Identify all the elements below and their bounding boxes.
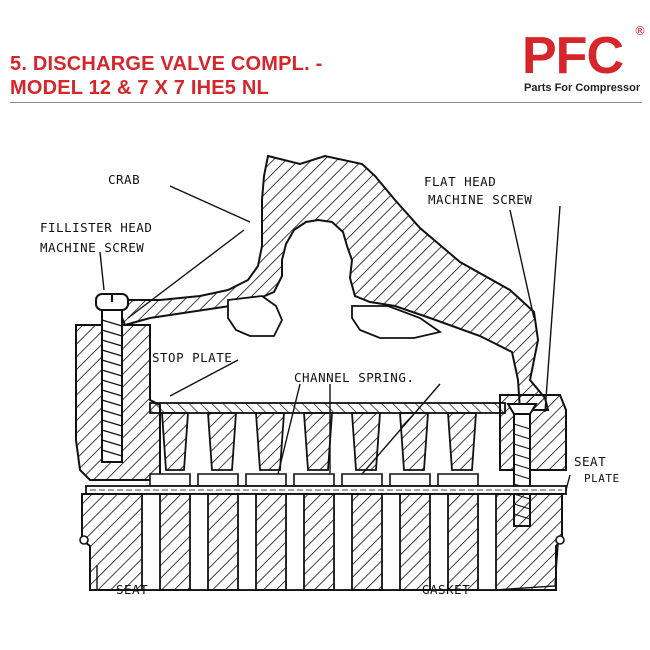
crab-body xyxy=(113,154,550,411)
label-flat-head: FLAT HEAD xyxy=(424,174,496,189)
label-crab: CRAB xyxy=(108,172,140,187)
title-line-1: 5. DISCHARGE VALVE COMPL. - xyxy=(10,53,323,75)
label-channel-spring: CHANNEL SPRING. xyxy=(294,370,414,385)
seat xyxy=(79,493,565,591)
leader-lines xyxy=(96,185,571,591)
pfc-logo: PFC ® Parts For Compressor xyxy=(522,24,646,102)
label-fillister-head: FILLISTER HEAD xyxy=(40,220,152,235)
fillister-screw xyxy=(95,293,129,463)
label-seat-plate-1: SEAT xyxy=(574,454,606,469)
registered-mark: ® xyxy=(634,24,646,38)
logo-tagline: Parts For Compressor xyxy=(524,82,641,94)
label-gasket: GASKET xyxy=(422,582,470,597)
label-seat: SEAT xyxy=(116,582,148,597)
logo-letters: PFC xyxy=(522,27,624,85)
label-stop-plate: STOP PLATE xyxy=(152,350,232,365)
seat-plate xyxy=(85,485,567,495)
header-divider xyxy=(10,102,642,103)
label-fillister-machine-screw: MACHINE SCREW xyxy=(40,240,144,255)
page-title: 5. DISCHARGE VALVE COMPL. - MODEL 12 & 7… xyxy=(10,52,322,100)
label-flat-machine-screw: MACHINE SCREW xyxy=(428,192,532,207)
stop-plate xyxy=(149,402,506,471)
title-line-2: MODEL 12 & 7 X 7 IHE5 NL xyxy=(10,77,269,99)
channel-springs xyxy=(149,473,479,487)
label-seat-plate-2: PLATE xyxy=(584,472,620,485)
